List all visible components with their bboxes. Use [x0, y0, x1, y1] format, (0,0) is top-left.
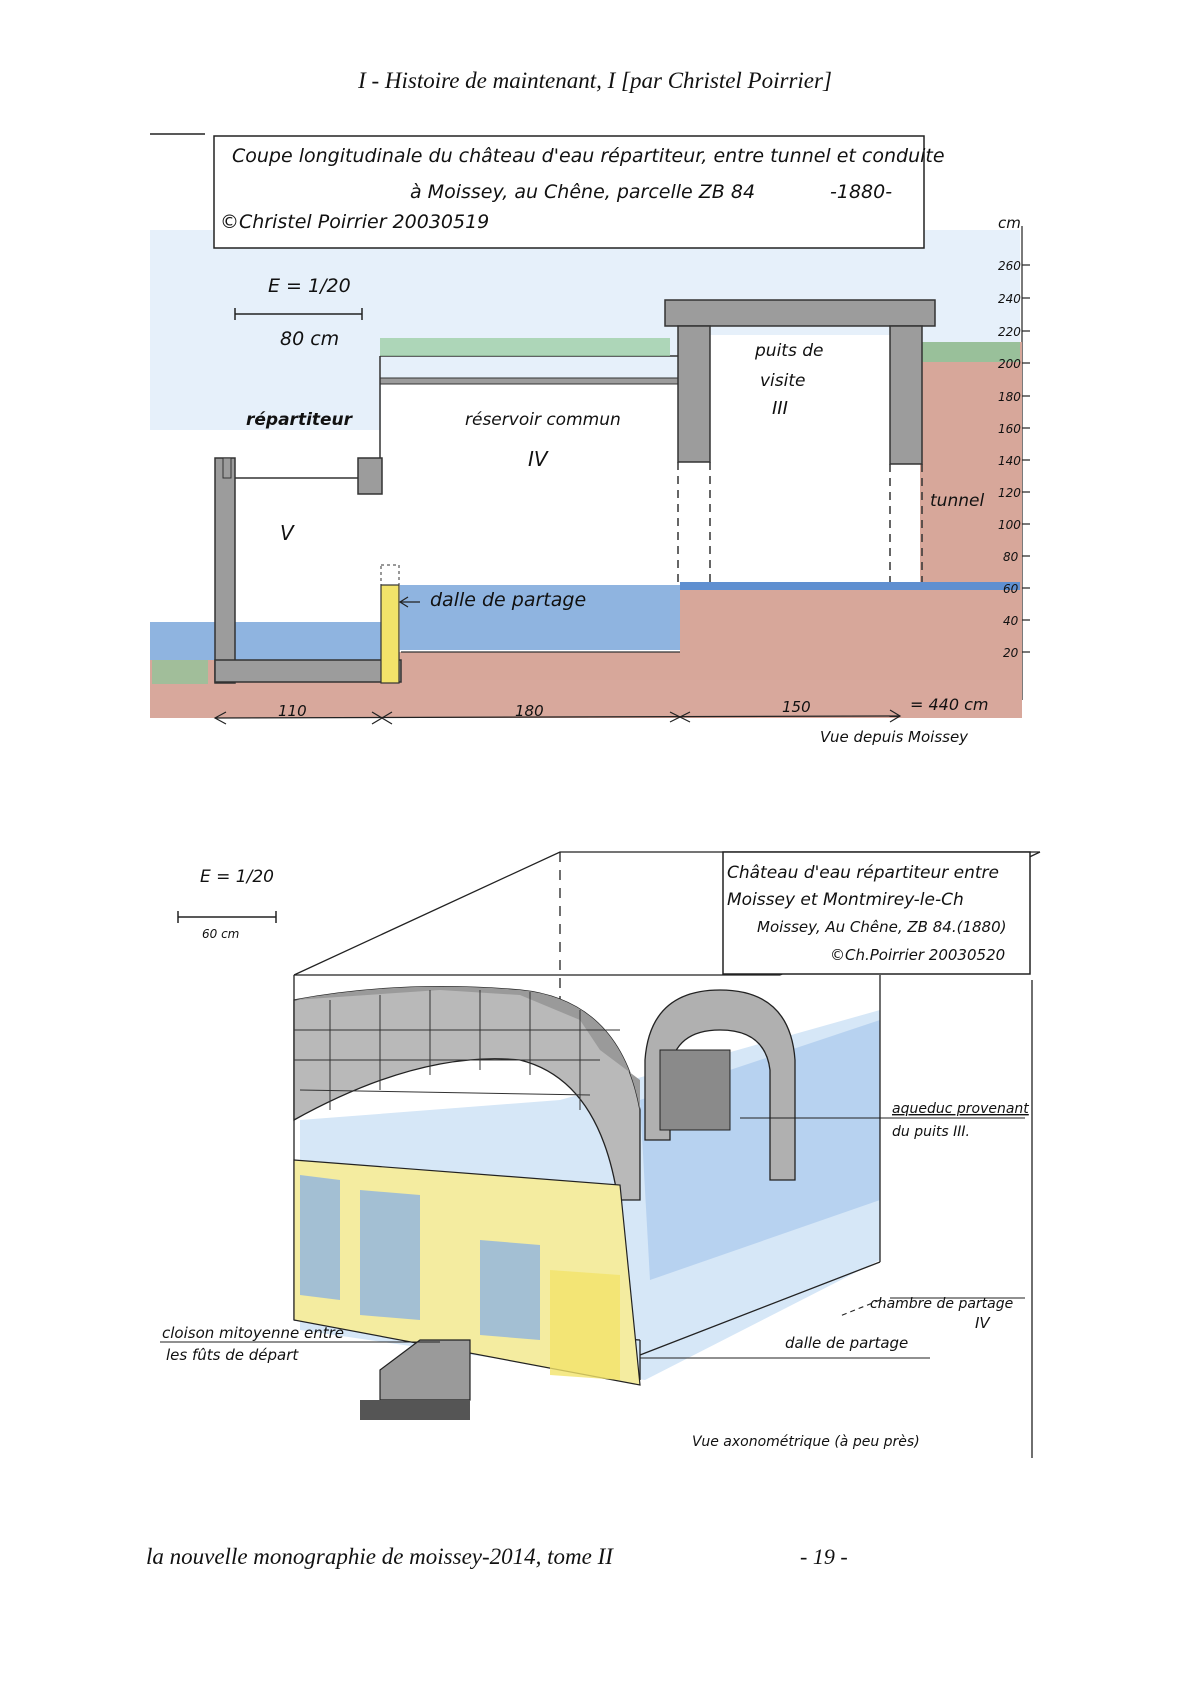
- label-reservoir: réservoir commun: [465, 410, 621, 430]
- label-repartiteur: répartiteur: [246, 410, 354, 430]
- tick-label: 40: [1003, 614, 1019, 628]
- axonometric-drawing: [160, 851, 1041, 1458]
- view-label: Vue depuis Moissey: [820, 728, 969, 746]
- dim-110: 110: [278, 702, 307, 720]
- tick-label: 140: [998, 454, 1021, 468]
- caption2-line3: Moissey, Au Chêne, ZB 84.(1880): [757, 918, 1006, 936]
- label-aqueduc-2: du puits III.: [892, 1124, 970, 1140]
- tick-label: 20: [1003, 646, 1019, 660]
- scale-label: E = 1/20: [268, 275, 351, 297]
- label-iii: III: [772, 398, 788, 419]
- partition-slab-2: [550, 1270, 620, 1380]
- wall-left: [214, 457, 236, 684]
- puits-roof: [664, 299, 936, 327]
- tick-label: 60: [1003, 582, 1019, 596]
- floor-v: [214, 659, 402, 683]
- dim-total: = 440 cm: [910, 695, 989, 714]
- puits-pier-left: [677, 325, 711, 463]
- label-tunnel: tunnel: [930, 491, 984, 511]
- label-chambre: chambre de partage: [870, 1296, 1013, 1312]
- caption-box-2: [722, 851, 1031, 975]
- label-puits-2: visite: [760, 371, 806, 391]
- label-puits-1: puits de: [754, 341, 823, 361]
- label-dalle: dalle de partage: [430, 589, 586, 611]
- caption-author: ©Christel Poirrier 20030519: [220, 211, 489, 233]
- tick-label: 100: [998, 518, 1021, 532]
- tick-label: 200: [998, 357, 1021, 371]
- caption2-line2: Moissey et Montmirey-le-Ch: [727, 890, 964, 910]
- tick-label: 240: [998, 292, 1021, 306]
- aqueduct-arch: [644, 989, 796, 1181]
- stair-partition: [379, 1339, 471, 1401]
- wall-corbel: [357, 457, 383, 495]
- view-label-2: Vue axonométrique (à peu près): [692, 1434, 920, 1450]
- label-iv-2: IV: [975, 1314, 991, 1332]
- tick-label: 80: [1003, 550, 1019, 564]
- label-v: V: [280, 521, 295, 545]
- leader-lines: [160, 1117, 1025, 1359]
- puits-pier-right: [889, 325, 923, 465]
- soil-bottom: [150, 680, 1022, 718]
- water-iv: [400, 585, 680, 650]
- water-v: [236, 622, 381, 660]
- caption-box: [213, 135, 925, 249]
- page-header: I - Histoire de maintenant, I [par Chris…: [358, 68, 832, 93]
- caption-line1: Coupe longitudinale du château d'eau rép…: [232, 145, 945, 167]
- caption-year: -1880-: [830, 181, 892, 203]
- height-tick-labels: 260 240 220 200 180 160 140 120 100 80 6…: [998, 259, 1021, 660]
- tick-label: 220: [998, 325, 1021, 339]
- tick-label: 180: [998, 390, 1021, 404]
- dim-150: 150: [782, 698, 811, 716]
- caption-line2: à Moissey, au Chêne, parcelle ZB 84: [410, 181, 755, 203]
- partition-slab: [380, 584, 400, 684]
- tick-label: 260: [998, 259, 1021, 273]
- tick-label: 160: [998, 422, 1021, 436]
- unit-label: cm: [998, 214, 1021, 232]
- roof-line: [379, 377, 681, 385]
- label-dalle-2: dalle de partage: [785, 1334, 908, 1352]
- label-cloison-2: les fûts de départ: [166, 1346, 299, 1364]
- dimension-line: [213, 709, 902, 725]
- caption2-line1: Château d'eau répartiteur entre: [727, 863, 999, 883]
- scale-bar-label: 80 cm: [280, 328, 339, 350]
- page-number: - 19 -: [800, 1544, 848, 1569]
- scale-label-2: E = 1/20: [200, 867, 274, 887]
- label-cloison-1: cloison mitoyenne entre: [162, 1324, 344, 1342]
- footer-publication: la nouvelle monographie de moissey-2014,…: [146, 1544, 613, 1569]
- grass-left: [152, 660, 208, 684]
- grass-right: [920, 342, 1020, 362]
- caption2-author: ©Ch.Poirrier 20030520: [830, 946, 1005, 964]
- dim-180: 180: [515, 702, 544, 720]
- scale-bar-label-2: 60 cm: [202, 927, 239, 941]
- section-drawing: [150, 133, 1030, 725]
- tick-label: 120: [998, 486, 1021, 500]
- grass-top: [380, 338, 670, 356]
- soil: [150, 342, 1022, 688]
- label-aqueduc-1: aqueduc provenant: [892, 1101, 1029, 1117]
- water-line: [680, 582, 1020, 590]
- label-iv: IV: [528, 447, 549, 471]
